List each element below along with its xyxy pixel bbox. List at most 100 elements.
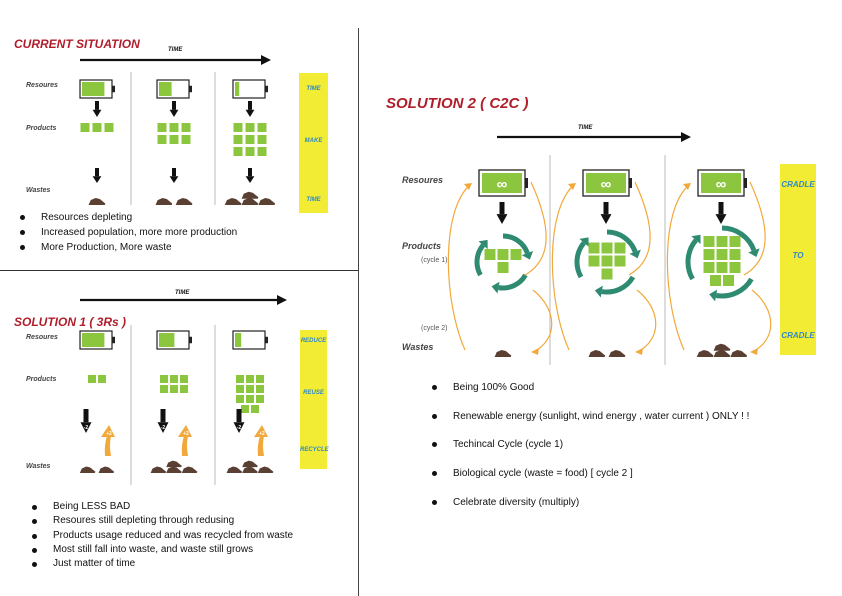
recycle-icon <box>474 233 534 294</box>
resource-battery-icon <box>232 79 268 99</box>
waste-pile-icon <box>608 350 626 357</box>
waste-pile-icon <box>258 198 276 205</box>
arrow-head <box>261 55 271 65</box>
product-square <box>236 375 244 383</box>
bullet-item: Most still fall into waste, and waste st… <box>27 543 293 557</box>
side-box-label-1: TIME <box>306 86 321 92</box>
recycle-arrowhead <box>478 239 488 250</box>
product-square <box>241 405 249 413</box>
recycle-arrow <box>498 273 528 291</box>
bullet-item: Resoures still depleting through redusin… <box>27 514 293 528</box>
down-arrow-shaft <box>499 202 505 215</box>
bullet-item: Biological cycle (waste = food) [ cycle … <box>427 466 749 495</box>
battery-terminal <box>525 178 528 188</box>
waste-rock <box>608 350 626 357</box>
down-arrow-label: -2 <box>237 425 242 431</box>
recycle-arrowhead <box>579 237 589 247</box>
cycle-loop-left-head <box>683 183 691 190</box>
bullet-item: Resources depleting <box>15 210 237 225</box>
product-square <box>703 249 715 260</box>
recycle-arrow <box>721 225 757 252</box>
side-box-label-1: REDUCE <box>300 338 327 344</box>
down-arrow-shaft <box>95 101 99 110</box>
side-box-label-1: CRADLE <box>781 180 815 189</box>
resource-battery-icon <box>79 79 115 99</box>
solution-2-diagram: ∞∞∞ <box>447 132 772 365</box>
down-arrow-icon <box>92 168 102 183</box>
waste-rock <box>224 198 242 205</box>
recycle-arrow <box>715 277 754 299</box>
resource-battery-icon <box>582 169 632 197</box>
recycle-arrowhead <box>629 249 641 259</box>
cycle-loop-right-upper <box>628 181 651 276</box>
down-arrow-head <box>245 109 255 117</box>
waste-rock <box>241 198 259 205</box>
infinity-symbol: ∞ <box>601 176 612 193</box>
waste-rock <box>98 466 115 473</box>
up-arrow-shaft <box>104 436 111 456</box>
product-square <box>716 236 728 247</box>
waste-pile-icon <box>494 350 512 357</box>
row-label-resources: Resoures <box>26 82 58 89</box>
arrow-head <box>277 295 287 305</box>
waste-rock <box>166 460 182 468</box>
waste-rock <box>588 350 606 357</box>
product-square <box>80 123 90 132</box>
waste-rock <box>226 466 243 473</box>
cycle-loop-right-upper <box>524 181 547 276</box>
battery-level <box>159 82 172 96</box>
waste-group <box>224 191 276 205</box>
down-arrow-head <box>169 109 179 117</box>
row-label-wastes: Wastes <box>402 342 434 352</box>
row-label-products: Products <box>26 125 57 132</box>
down-arrow-shaft <box>248 101 252 110</box>
side-box: REDUCE REUSE RECYCLE <box>300 330 329 469</box>
product-square <box>181 135 191 144</box>
product-square <box>588 255 600 267</box>
product-square <box>729 262 741 273</box>
side-box-label-3: TIME <box>306 197 321 203</box>
product-square <box>257 135 267 144</box>
waste-rock <box>166 466 182 473</box>
waste-pile-icon <box>224 198 242 205</box>
up-arrow-head <box>101 425 115 437</box>
product-square <box>710 275 721 286</box>
product-square <box>729 236 741 247</box>
product-square <box>256 395 264 403</box>
down-arrow-icon <box>169 168 179 183</box>
time-label: TIME <box>168 47 183 53</box>
section-title: SOLUTION 1 ( 3Rs ) <box>14 315 127 329</box>
product-square <box>236 395 244 403</box>
products-grid <box>484 249 522 273</box>
waste-pile-icon <box>175 198 193 205</box>
product-square <box>233 147 243 156</box>
waste-rock <box>258 198 276 205</box>
product-square <box>256 385 264 393</box>
product-square <box>245 123 255 132</box>
products-grid <box>236 375 264 413</box>
product-square <box>601 268 613 280</box>
cycle-1-label: (cycle 1) <box>421 257 448 264</box>
cycle-loop-right-lower <box>751 289 772 353</box>
row-label-products: Products <box>26 376 57 383</box>
product-square <box>729 249 741 260</box>
side-box: TIME MAKE TIME <box>299 73 328 213</box>
cycle-loop-right-head <box>750 348 758 355</box>
product-square <box>510 249 522 260</box>
waste-rock <box>730 350 748 357</box>
down-arrow-head <box>715 214 727 224</box>
resource-battery-icon <box>156 79 192 99</box>
waste-pile-icon <box>713 350 731 357</box>
cycle-loop-left-head <box>464 183 472 190</box>
side-box-label-3: RECYCLE <box>300 447 329 453</box>
waste-rock <box>713 350 731 357</box>
waste-pile-icon <box>588 350 606 357</box>
battery-level <box>586 173 626 193</box>
recycle-arrowhead <box>691 234 701 245</box>
down-arrow-icon <box>600 202 612 224</box>
row-label-wastes: Wastes <box>26 463 51 470</box>
battery-terminal <box>265 336 268 344</box>
bullet-item: More Production, More waste <box>15 240 237 255</box>
waste-pile-icon <box>730 350 748 357</box>
down-arrow-label: -2 <box>84 425 89 431</box>
